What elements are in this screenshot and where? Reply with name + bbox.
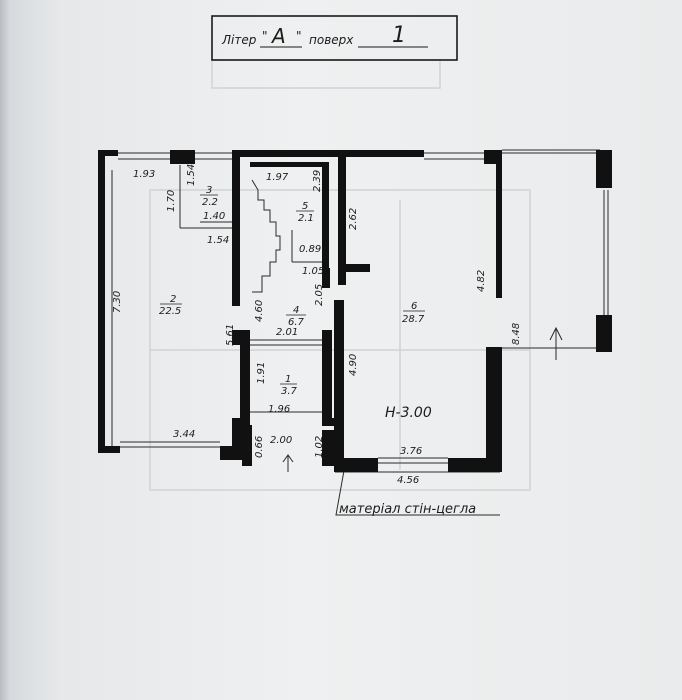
floor-label: поверх	[309, 33, 354, 47]
dim-r2-bottom: 3.44	[173, 429, 195, 440]
dim-r5-right: 2.39	[312, 170, 323, 192]
dim-corridor-height: 5.61	[225, 324, 236, 346]
dim-r4-right: 2.05	[314, 284, 325, 306]
quote-close: "	[296, 29, 302, 43]
room-2-area: 22.5	[159, 306, 181, 317]
dim-r6-bottom-inner: 3.76	[400, 446, 422, 457]
walls	[98, 150, 612, 472]
quote-open: "	[262, 29, 268, 43]
room-3-number: 3	[206, 185, 212, 196]
room-5-area: 2.1	[298, 213, 314, 224]
room-2-number: 2	[170, 294, 176, 305]
dim-r3-right: 1.54	[186, 164, 197, 186]
dim-r4-left: 4.60	[254, 300, 265, 322]
dim-r2-top: 1.93	[133, 169, 155, 180]
dim-r5-top: 1.97	[266, 172, 289, 183]
dim-porch-depth: 8.48	[511, 323, 522, 345]
dim-r5-mid: 0.89	[299, 244, 321, 255]
title-block: Літер " А " поверх 1	[211, 15, 458, 61]
room-5-label: 5 2.1	[296, 201, 314, 224]
room-6-label: 6 28.7	[402, 301, 425, 325]
room-4-label: 4 6.7	[286, 305, 306, 328]
wall-material-note: матеріал стін-цегла	[339, 502, 476, 517]
dim-r3-mid: 1.40	[203, 211, 225, 222]
ceiling-height-note: Н-3.00	[385, 405, 432, 421]
room-6-number: 6	[411, 301, 417, 312]
room-5-number: 5	[302, 201, 308, 212]
dim-r6-bottom-outer: 4.56	[397, 475, 419, 486]
dim-r6-right: 4.82	[476, 270, 487, 292]
dim-entry-left: 0.66	[254, 436, 265, 458]
dim-r6-left-lower: 4.90	[348, 354, 359, 376]
room-1-number: 1	[285, 374, 291, 385]
dim-r3-left: 1.70	[166, 190, 177, 212]
floor-value: 1	[392, 23, 406, 48]
room-labels: 1 3.7 2 22.5 3 2.2 4 6.7 5 2.1 6 28.7	[159, 185, 425, 397]
dim-r5-low: 1.05	[302, 266, 324, 277]
dim-r6-left-upper: 2.62	[348, 208, 359, 230]
room-1-label: 1 3.7	[280, 374, 298, 397]
liter-label: Літер	[221, 33, 257, 47]
dimension-labels: 1.93 7.30 3.44 1.70 1.54 1.40 1.54 1.97 …	[112, 164, 522, 486]
room-4-number: 4	[293, 305, 299, 316]
dim-r3-bottom: 1.54	[207, 235, 229, 246]
dim-r4-width: 2.01	[276, 327, 298, 338]
dim-r2-height: 7.30	[112, 291, 123, 313]
dim-r1-width: 1.96	[268, 404, 290, 415]
room-1-area: 3.7	[281, 386, 298, 397]
dim-r1-height: 1.91	[256, 362, 267, 384]
room-2-label: 2 22.5	[159, 294, 182, 317]
dim-entry-right: 1.02	[314, 436, 325, 458]
room-6-area: 28.7	[402, 314, 425, 325]
room-4-area: 6.7	[288, 317, 305, 328]
room-3-area: 2.2	[202, 197, 218, 208]
dim-entry-width: 2.00	[270, 435, 292, 446]
room-3-label: 3 2.2	[200, 185, 218, 208]
liter-value: А	[270, 24, 286, 48]
